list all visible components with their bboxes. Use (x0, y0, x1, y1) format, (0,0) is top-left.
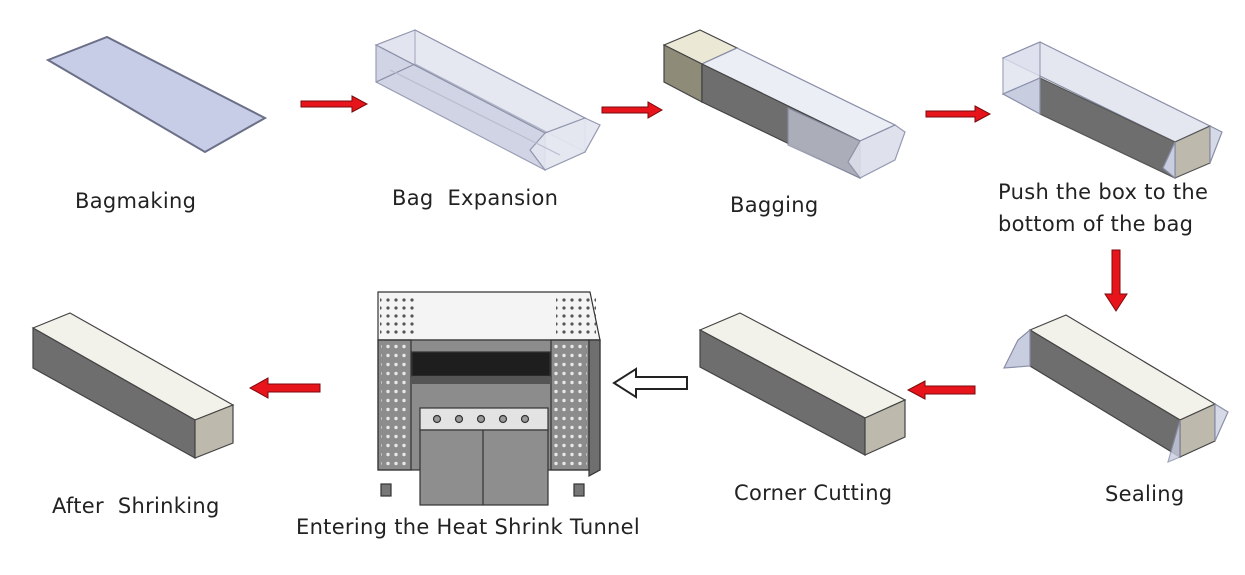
corner-cut-box (698, 312, 907, 456)
label-sealing: Sealing (1105, 482, 1185, 506)
bagging-box-in-bag (662, 29, 906, 179)
flat-film-sheet (45, 35, 268, 154)
label-corner-cutting: Corner Cutting (734, 481, 893, 505)
sealed-box (1002, 314, 1229, 464)
label-heat-shrink-tunnel: Entering the Heat Shrink Tunnel (296, 515, 641, 539)
label-push-box: Push the box to the bottom of the bag (998, 176, 1208, 240)
heat-shrink-tunnel-machine (377, 291, 601, 506)
arrow-left-1 (906, 380, 976, 400)
arrow-left-2 (248, 377, 321, 399)
arrow-down (1104, 249, 1128, 312)
arrow-right-3 (925, 105, 992, 123)
label-push-line1: Push the box to the (998, 180, 1209, 204)
pushed-box-in-bag (1001, 41, 1223, 180)
arrow-right-2 (601, 101, 664, 119)
arrow-left-outline (612, 367, 688, 399)
arrow-right-1 (300, 95, 369, 113)
expanded-bag-tube (374, 29, 601, 171)
shrunk-box (31, 312, 235, 460)
label-bag-expansion: Bag Expansion (392, 186, 559, 210)
label-after-shrinking: After Shrinking (52, 494, 220, 518)
label-bagmaking: Bagmaking (75, 189, 197, 213)
label-bagging: Bagging (730, 193, 819, 217)
label-push-line2: bottom of the bag (998, 212, 1194, 236)
